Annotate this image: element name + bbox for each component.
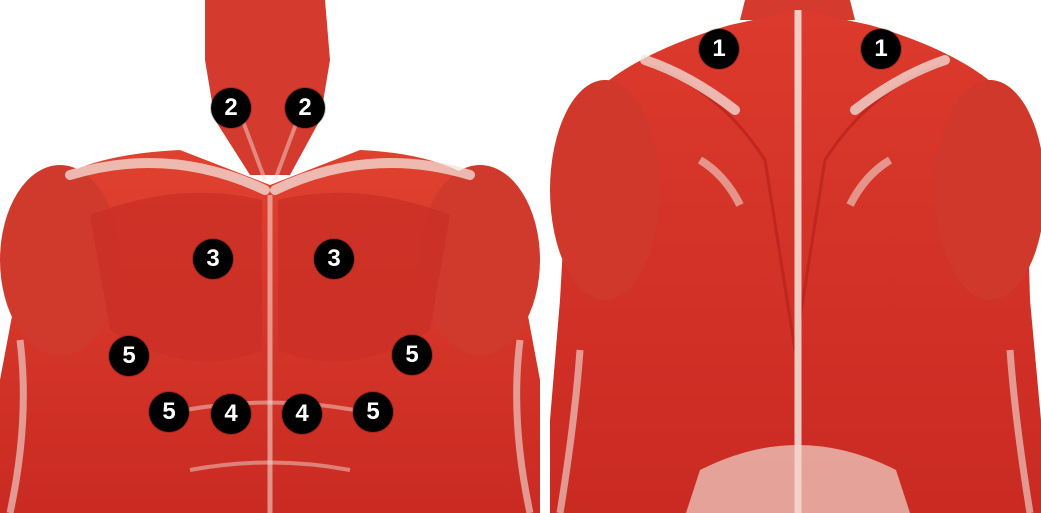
front-torso-illustration [0, 0, 540, 513]
marker-label: 5 [149, 392, 189, 432]
marker-label: 4 [211, 394, 251, 434]
marker-label: 3 [314, 239, 354, 279]
marker-label: 5 [353, 392, 393, 432]
marker-label: 2 [285, 88, 325, 128]
marker-label: 1 [861, 29, 901, 69]
back-torso-image: 1 1 [550, 0, 1041, 513]
marker-label: 3 [193, 239, 233, 279]
marker-label: 5 [392, 335, 432, 375]
marker-label: 2 [211, 88, 251, 128]
marker-label: 4 [282, 394, 322, 434]
marker-label: 5 [109, 336, 149, 376]
back-torso-illustration [550, 0, 1041, 513]
front-torso-image: 2 2 3 3 5 5 5 4 4 5 [0, 0, 540, 513]
marker-label: 1 [699, 29, 739, 69]
